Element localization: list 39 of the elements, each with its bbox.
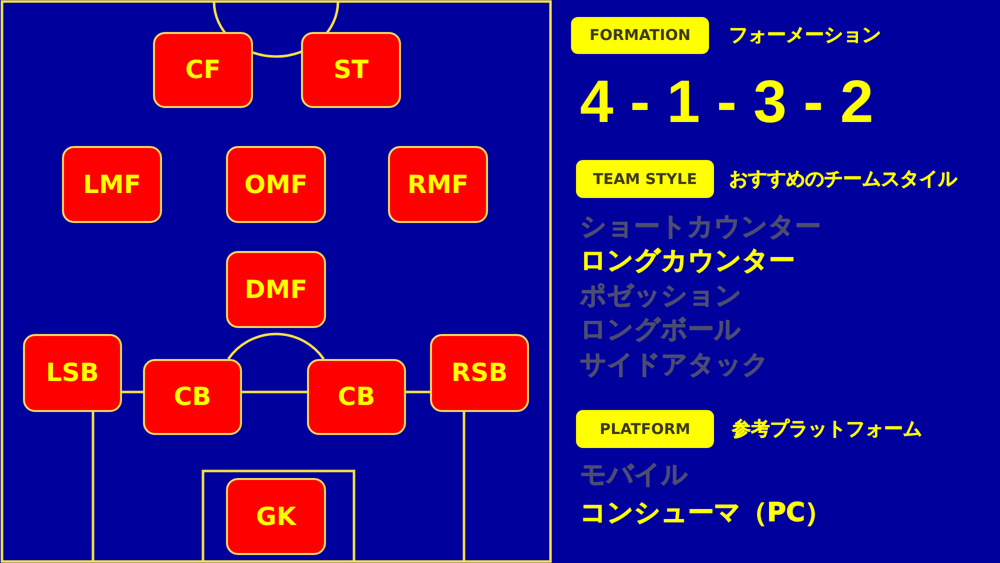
section-tag [576, 410, 714, 448]
position-box [307, 359, 406, 435]
position-label: CF [185, 56, 221, 84]
section-heading: 参考プラットフォーム [732, 417, 922, 442]
section-tag [571, 17, 709, 54]
position-box [388, 146, 488, 223]
position-box [301, 32, 401, 108]
tag-label: TEAM STYLE [593, 170, 697, 188]
position-label: LSB [46, 359, 99, 387]
position-label: LMF [83, 170, 141, 198]
position-box [62, 146, 162, 223]
position-label: GK [256, 502, 296, 530]
position-box [226, 146, 326, 223]
position-label: RSB [451, 359, 508, 387]
team-style-option: ロングカウンター [580, 246, 795, 278]
position-label: CB [338, 383, 376, 411]
position-box [153, 32, 253, 108]
team-style-option: サイドアタック [580, 350, 769, 382]
tag-label: PLATFORM [600, 420, 690, 438]
formation-number: 4 - 1 - 3 - 2 [580, 70, 874, 133]
position-label: OMF [244, 170, 308, 198]
position-box [226, 251, 326, 328]
platform-option: コンシューマ（PC） [580, 498, 832, 530]
section-tag [576, 160, 714, 198]
tag-label: FORMATION [589, 27, 691, 44]
position-label: DMF [244, 276, 308, 304]
position-box [226, 478, 326, 555]
team-style-option: ロングボール [580, 315, 741, 346]
team-style-option: ポゼッション [580, 281, 742, 312]
position-label: CB [174, 383, 212, 411]
platform-option: モバイル [580, 460, 688, 492]
position-label: ST [333, 56, 369, 84]
team-style-option: ショートカウンター [580, 212, 821, 244]
section-heading: フォーメーション [729, 23, 881, 48]
position-box [143, 359, 242, 435]
section-heading: おすすめのチームスタイル [729, 167, 957, 192]
position-label: RMF [407, 170, 469, 198]
position-box [430, 334, 529, 412]
position-box [23, 334, 122, 412]
